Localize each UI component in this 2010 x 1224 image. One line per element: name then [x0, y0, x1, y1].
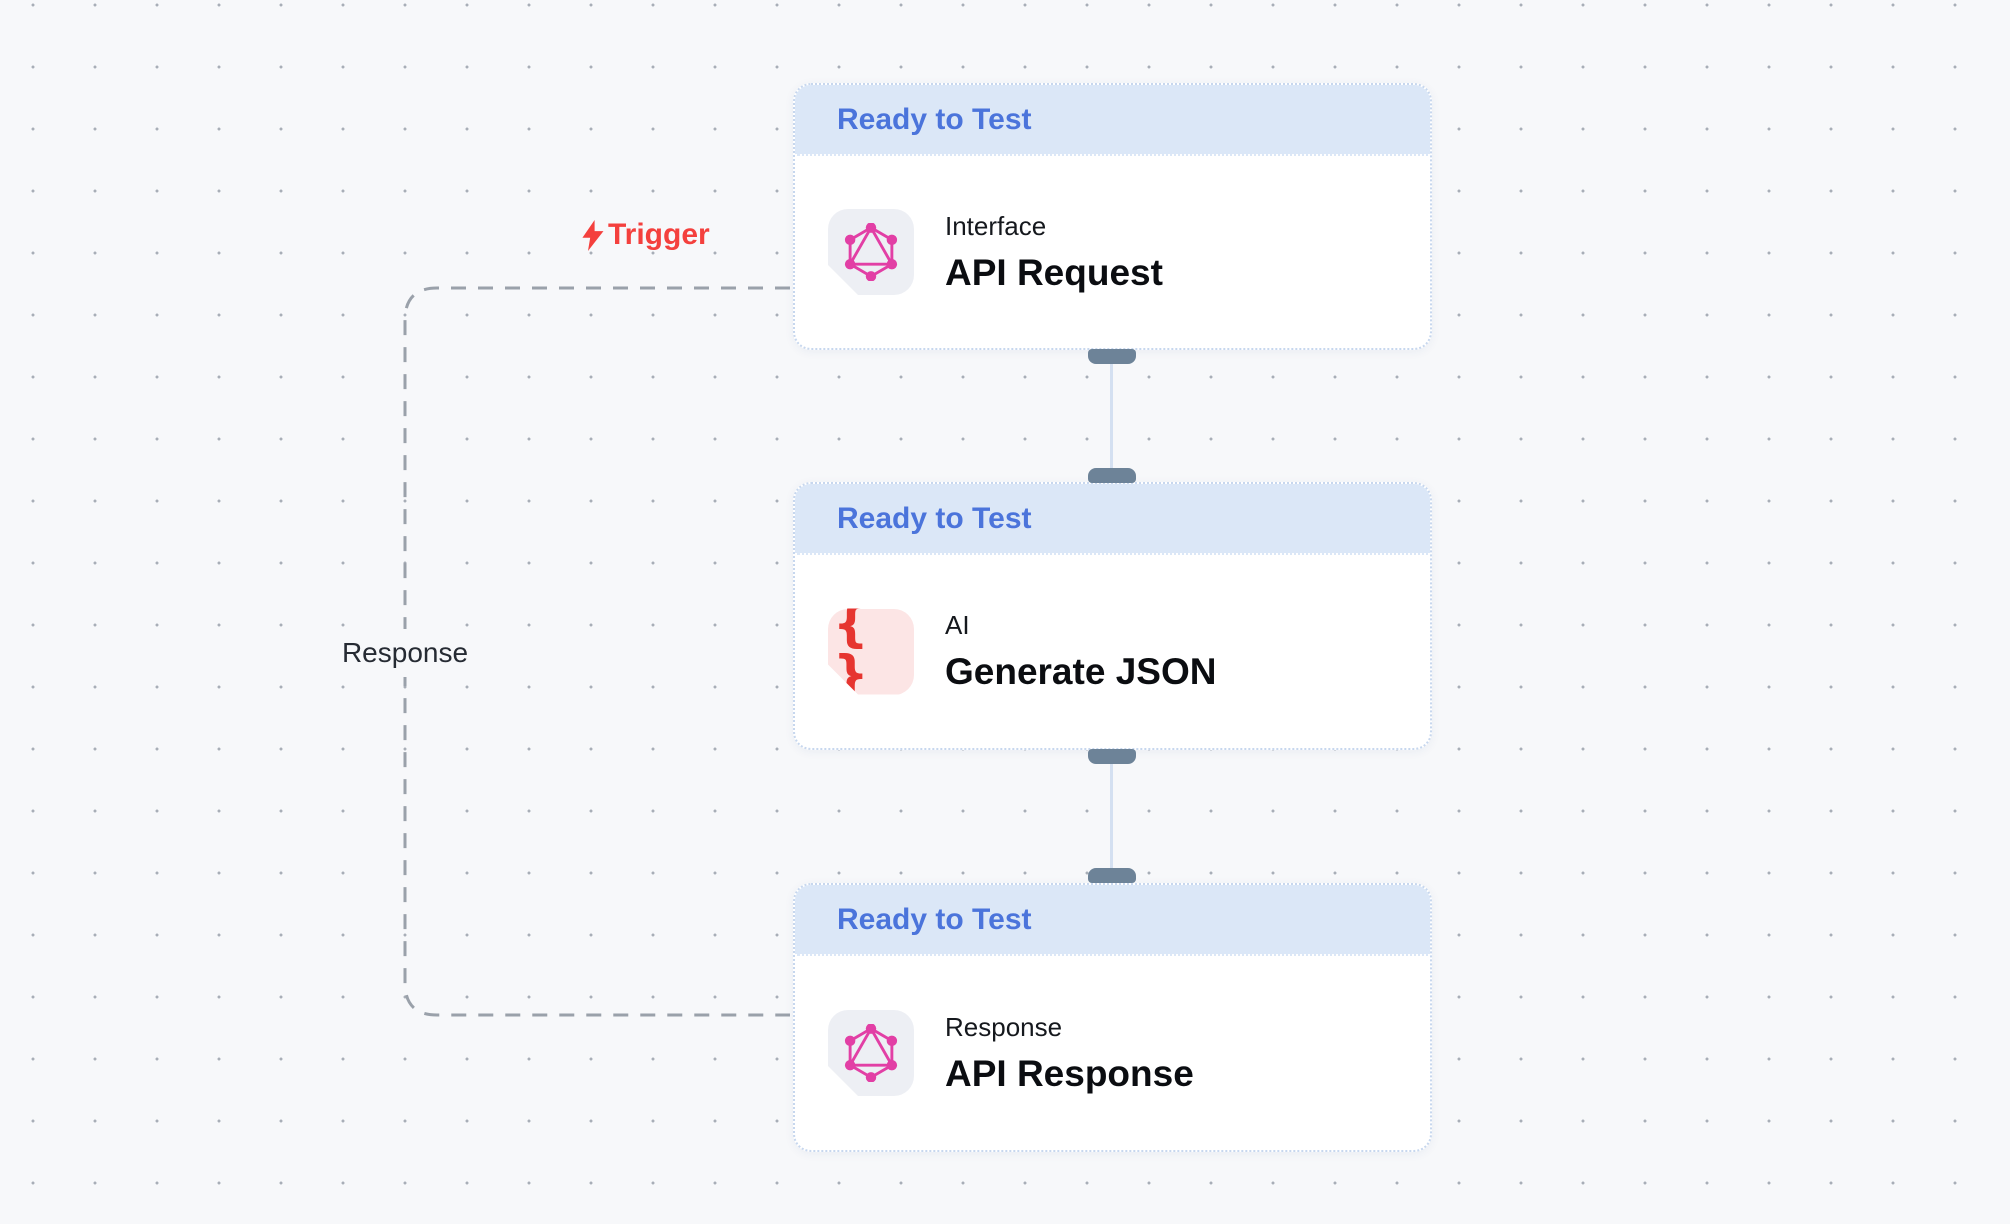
connector-handle-node2-in[interactable]: [1088, 468, 1136, 483]
node-api-response[interactable]: Ready to Test Response API: [793, 883, 1432, 1152]
node-icon-tile: { }: [828, 609, 914, 695]
node-generate-json-header: Ready to Test: [795, 484, 1430, 555]
status-badge: Ready to Test: [837, 102, 1032, 136]
node-api-request-body: Interface API Request: [795, 156, 1430, 348]
node-category: AI: [945, 610, 970, 640]
node-category: Response: [945, 1011, 1063, 1042]
node-api-response-body: Response API Response: [795, 956, 1430, 1150]
graphql-icon: [842, 1024, 900, 1082]
node-api-request-header: Ready to Test: [795, 85, 1430, 156]
lightning-bolt-icon: [582, 219, 604, 251]
status-badge: Ready to Test: [837, 902, 1032, 936]
node-generate-json[interactable]: Ready to Test { } AI Generate JSON: [793, 482, 1432, 750]
node-icon-tile: [828, 1010, 914, 1096]
node-icon-tile: [828, 209, 914, 295]
edge-node2-node3[interactable]: [1110, 752, 1113, 880]
trigger-edge-label: Trigger: [582, 218, 710, 252]
node-text-block: AI Generate JSON: [945, 610, 1216, 693]
braces-icon: { }: [833, 594, 874, 703]
node-text-block: Response API Response: [945, 1012, 1194, 1095]
node-title: API Request: [945, 251, 1163, 293]
node-generate-json-body: { } AI Generate JSON: [795, 555, 1430, 748]
connector-handle-node3-in[interactable]: [1088, 868, 1136, 883]
response-edge-label-text: Response: [341, 637, 469, 668]
node-title: Generate JSON: [945, 651, 1217, 692]
trigger-edge-label-text: Trigger: [608, 218, 710, 251]
node-api-request[interactable]: Ready to Test Interface AP: [793, 83, 1432, 350]
node-api-response-header: Ready to Test: [795, 885, 1430, 956]
connector-handle-node1-out[interactable]: [1088, 349, 1136, 364]
response-edge-label: Response: [329, 629, 481, 677]
status-badge: Ready to Test: [837, 501, 1032, 535]
graphql-icon: [842, 223, 900, 281]
edge-node1-node2[interactable]: [1110, 352, 1113, 480]
node-text-block: Interface API Request: [945, 211, 1163, 294]
connector-handle-node2-out[interactable]: [1088, 749, 1136, 764]
node-title: API Response: [945, 1052, 1194, 1094]
node-category: Interface: [945, 210, 1047, 241]
